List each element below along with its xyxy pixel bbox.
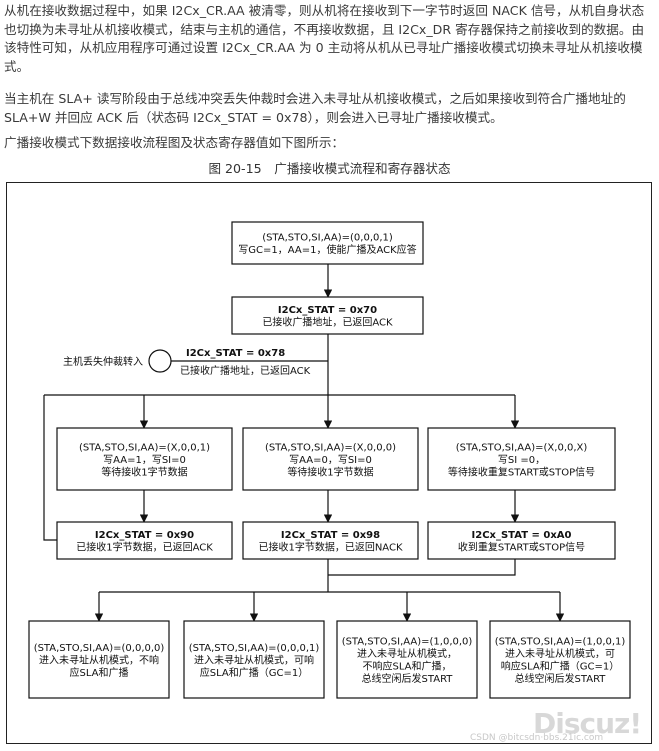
flow-box-text: 应SLA和广播（GC=1）: [200, 666, 308, 679]
flow-box-text: I2Cx_STAT = 0x70: [278, 305, 377, 316]
flow-box-text: 进入未寻址从机模式，可响: [194, 653, 314, 666]
flow-box-border: [56, 521, 233, 560]
flow-box-text: 已接收广播地址，已返回ACK: [262, 316, 393, 329]
paragraph-arbitration-lost: 当主机在 SLA+ 读写阶段由于总线冲突丢失仲裁时会进入未寻址从机接收模式，之后…: [4, 91, 626, 125]
flow-box-text: (STA,STO,SI,AA)=(0,0,0,1): [262, 233, 393, 244]
flow-box-text: 总线空闲后发START: [515, 672, 607, 685]
flow-box-text: I2Cx_STAT = 0xA0: [472, 530, 572, 541]
flow-box-border: [28, 620, 170, 699]
flow-box-text: (STA,STO,SI,AA)=(X,0,0,1): [79, 442, 210, 453]
flow-box-border: [242, 521, 419, 560]
flow-box-b3: (STA,STO,SI,AA)=(X,0,0,X)写SI =0，等待接收重复ST…: [427, 427, 616, 491]
flow-box-text: 已接收1字节数据，已返回NACK: [258, 541, 402, 554]
flow-box-border: [231, 296, 424, 335]
flow-box-text: 写SI =0，: [498, 454, 545, 466]
flow-box-e3: (STA,STO,SI,AA)=(1,0,0,0)进入未寻址从机模式，不响应SL…: [336, 620, 478, 699]
flow-box-e1: (STA,STO,SI,AA)=(0,0,0,0)进入未寻址从机模式，不响应SL…: [28, 620, 170, 699]
flow-box-border: [427, 427, 616, 491]
flow-box-border: [242, 427, 419, 491]
connector-loop-0x90: [43, 395, 57, 541]
flow-box-border: [231, 221, 424, 265]
flow-box-text: (STA,STO,SI,AA)=(0,0,0,0): [34, 643, 165, 654]
flow-box-b1: (STA,STO,SI,AA)=(X,0,0,1)写AA=1，写SI=0等待接收…: [56, 427, 233, 491]
flow-box-text: 进入未寻址从机模式，不响: [39, 653, 159, 666]
csdn-watermark: CSDN @bitcsdn·bbs.21ic.com: [470, 733, 604, 743]
flow-box-text: 进入未寻址从机模式，可: [505, 647, 615, 660]
flow-box-text: 总线空闲后发START: [362, 672, 454, 685]
flow-box-border: [56, 427, 233, 491]
flow-box-text: 写GC=1，AA=1，使能广播及ACK应答: [238, 243, 416, 256]
flow-box-border: [489, 620, 631, 699]
flow-box-text: 收到重复START或STOP信号: [458, 541, 585, 554]
flow-box-e4: (STA,STO,SI,AA)=(1,0,0,1)进入未寻址从机模式，可响应SL…: [489, 620, 631, 699]
flow-box-b2: (STA,STO,SI,AA)=(X,0,0,0)写AA=0，写SI=0等待接收…: [242, 427, 419, 491]
flow-box-text: (STA,STO,SI,AA)=(0,0,0,1): [189, 643, 320, 654]
flow-box-border: [183, 620, 325, 699]
flow-box-e2: (STA,STO,SI,AA)=(0,0,0,1)进入未寻址从机模式，可响应SL…: [183, 620, 325, 699]
flow-box-text: 不响应SLA和广播，: [363, 660, 452, 673]
flow-box-text: 写AA=1，写SI=0: [103, 454, 186, 466]
discuz-watermark: Discuz!: [533, 707, 642, 740]
flow-box-text: I2Cx_STAT = 0x90: [95, 530, 194, 541]
arbitration-lost-label: 主机丢失仲裁转入: [63, 355, 143, 368]
flow-box-text: 响应SLA和广播（GC=1）: [501, 660, 619, 673]
flow-box-border: [336, 620, 478, 699]
flow-box-text: (STA,STO,SI,AA)=(X,0,0,0): [265, 442, 396, 453]
flow-box-text: I2Cx_STAT = 0x98: [281, 530, 380, 541]
flow-box-text: 等待接收1字节数据: [101, 465, 187, 478]
flow-s78-desc: 已接收广播地址，已返回ACK: [180, 364, 311, 377]
flow-box-text: 应SLA和广播: [70, 666, 129, 679]
paragraph-flow-intro: 广播接收模式下数据接收流程图及状态寄存器值如下图所示：: [4, 135, 345, 150]
flow-box-text: 进入未寻址从机模式，: [357, 647, 457, 660]
flow-s78-label: I2Cx_STAT = 0x78 已接收广播地址，已返回ACK: [180, 348, 311, 377]
paragraph-aa-clear: 从机在接收数据过程中，如果 I2Cx_CR.AA 被清零，则从机将在接收到下一字…: [4, 3, 645, 74]
arbitration-lost-circle: [148, 349, 172, 373]
flow-box-text: (STA,STO,SI,AA)=(X,0,0,X): [456, 442, 588, 453]
connector-0xA0-merge: [328, 559, 516, 576]
flow-s78-title: I2Cx_STAT = 0x78: [186, 348, 285, 359]
flow-box-text: (STA,STO,SI,AA)=(1,0,0,0): [342, 637, 473, 648]
flow-box-start: (STA,STO,SI,AA)=(0,0,0,1)写GC=1，AA=1，使能广播…: [231, 221, 424, 265]
flow-box-text: (STA,STO,SI,AA)=(1,0,0,1): [495, 637, 626, 648]
flow-box-text: 已接收1字节数据，已返回ACK: [76, 541, 213, 554]
flow-box-text: 等待接收1字节数据: [287, 465, 373, 478]
flowchart-frame: [6, 182, 652, 744]
flow-box-border: [427, 521, 616, 560]
figure-caption: 图 20-15 广播接收模式流程和寄存器状态: [208, 161, 451, 176]
flow-box-text: 写AA=0，写SI=0: [289, 454, 372, 466]
flow-box-text: 等待接收重复START或STOP信号: [448, 465, 595, 478]
